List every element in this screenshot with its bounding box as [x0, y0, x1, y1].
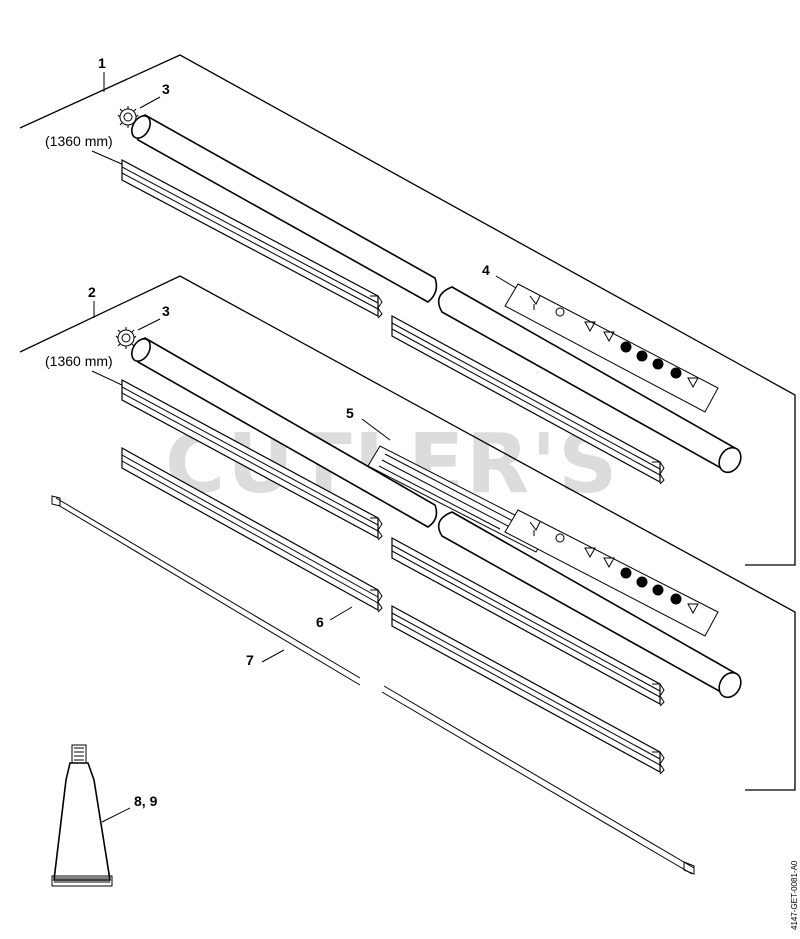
callout-6: 6: [316, 614, 324, 630]
leader-dim-top: [91, 150, 125, 166]
leader-3-bottom: [137, 318, 161, 331]
leader-4: [495, 275, 517, 289]
drive-tube-top-right: [437, 286, 742, 474]
assembly-1-outline: [19, 54, 796, 566]
callout-8-9: 8, 9: [134, 793, 158, 809]
warning-label-4-bottom: [504, 509, 719, 637]
instruction-label-5: [367, 445, 549, 553]
drive-shaft-right: [381, 685, 695, 875]
drive-tube-bottom-right: [437, 511, 742, 699]
callout-3-top: 3: [162, 81, 170, 97]
liner-bottom-right-2: [391, 604, 665, 775]
leader-8-9: [101, 807, 131, 823]
drive-tube-bottom-left: [131, 337, 438, 528]
callout-2: 2: [88, 284, 96, 300]
callout-1: 1: [98, 55, 106, 71]
leader-3-top: [139, 96, 161, 109]
leader-dim-bottom: [91, 370, 125, 387]
star-washer-bottom: [115, 327, 137, 349]
callout-4: 4: [482, 262, 490, 278]
dimension-label-top: (1360 mm): [45, 133, 113, 149]
dimension-label-bottom: (1360 mm): [45, 353, 113, 369]
callout-5: 5: [346, 405, 354, 421]
callout-3-bottom: 3: [162, 303, 170, 319]
callout-7: 7: [246, 652, 254, 668]
assembly-2-outline: [19, 275, 796, 791]
drive-shaft-left: [51, 495, 361, 686]
drawing-code: 4147-GET-0081-A0: [790, 860, 799, 930]
liner-bottom-right-1: [391, 536, 665, 707]
liner-bottom-left-1: [121, 378, 383, 541]
leader-5: [361, 418, 391, 441]
leader-6: [329, 606, 353, 621]
leader-7: [261, 649, 285, 663]
drive-tube-top-left: [131, 114, 438, 303]
liner-top-left: [121, 159, 383, 319]
star-washer-top: [117, 106, 139, 128]
grease-tube: [51, 744, 113, 887]
liner-top-right: [391, 314, 665, 485]
liner-bottom-left-2: [121, 446, 383, 613]
warning-label-4: [504, 283, 719, 413]
